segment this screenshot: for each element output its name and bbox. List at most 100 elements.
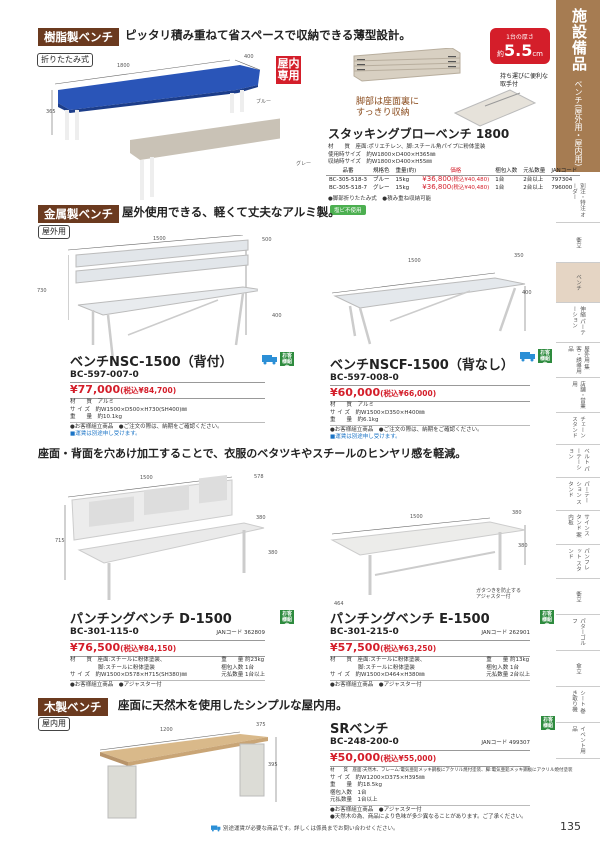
sidebar-item-store-goods[interactable]: 店舗・営業用 bbox=[556, 378, 600, 413]
spec-value: 約W1500×D500×H730(SH400)㎜ bbox=[95, 406, 187, 413]
jan-code: JANコード 262901 bbox=[481, 630, 530, 636]
sidebar-item-partition[interactable]: 衝立 bbox=[556, 223, 600, 263]
use-tag-folding: 折りたたみ式 bbox=[37, 53, 93, 67]
product-note: ●お客様組立商品 ●アジャスター付 bbox=[330, 804, 530, 815]
dim-width-d1500: 1500 bbox=[140, 475, 153, 481]
spec-label: 梱包入数 bbox=[330, 789, 353, 796]
assembly-badge: お客様組立 bbox=[540, 610, 554, 629]
assembly-badge: お客様組立 bbox=[280, 610, 294, 629]
cell-jan: 796000 bbox=[551, 184, 573, 191]
product-nsc: ベンチNSC-1500（背付） BC-597-007-0 ¥77,000(税込¥… bbox=[70, 355, 265, 438]
spec-value: 約W1500×D578×H715(SH380)㎜ bbox=[95, 672, 187, 678]
dim-height-nsc: 730 bbox=[37, 288, 47, 294]
table-header-row: 品番 規格色 重量(約) 価格 梱包入数 元払数量 JANコード bbox=[326, 168, 581, 176]
spec-value: 1台 bbox=[357, 789, 367, 796]
dim-width-e1500: 1500 bbox=[410, 514, 423, 520]
spec-value: 2台以上 bbox=[510, 672, 530, 678]
thickness-callout-label: 1台の厚さ bbox=[506, 34, 534, 41]
dim-height-resin: 365 bbox=[46, 109, 56, 115]
col-header: 重量(約) bbox=[392, 168, 420, 176]
sidebar-item-sign-stand[interactable]: サインスタンド 案内板 bbox=[556, 511, 600, 545]
price: ¥76,500 bbox=[70, 641, 121, 654]
use-tag-outdoor: 屋外用 bbox=[38, 225, 70, 239]
thickness-prefix: 約 bbox=[496, 50, 504, 58]
thickness-unit: cm bbox=[532, 50, 543, 58]
sidebar-item-bench[interactable]: ベンチ bbox=[556, 263, 600, 303]
sidebar-item-telescopic-partition[interactable]: 伸縮 パーテーション bbox=[556, 303, 600, 343]
dim-depth-sr: 375 bbox=[256, 722, 266, 728]
notes-stacking: ●脚部折りたたみ式 ●積み重ね収納可能 bbox=[328, 196, 432, 202]
spec-label: 使用時サイズ bbox=[328, 151, 361, 158]
sidebar-item-umbrella-stand[interactable]: 傘立 bbox=[556, 651, 600, 687]
sidebar-item-partition-stand[interactable]: パーテーション スタンド bbox=[556, 478, 600, 511]
cell-price: ¥36,800 bbox=[422, 183, 452, 191]
sidebar-item-sheet-winder[interactable]: シート 巻き取り機 bbox=[556, 687, 600, 723]
spec-value: 約W1800×D400×H365㎜ bbox=[366, 151, 436, 158]
product-note: ●お客様組立商品 ●ご注文の際は、納期をご確認ください。 bbox=[330, 424, 530, 435]
spec-label: 重 量 bbox=[70, 414, 93, 420]
product-code: BC-597-008-0 bbox=[330, 373, 530, 386]
headline-metal: 屋外使用できる、軽くて丈夫なアルミ製。 bbox=[122, 205, 340, 219]
spec-label: 材 質 bbox=[330, 402, 353, 408]
product-name: パンチングベンチ E-1500 bbox=[330, 612, 490, 627]
cell-min: 2台以上 bbox=[523, 184, 544, 191]
spec-value: 約W1500×D350×H400㎜ bbox=[355, 409, 425, 416]
dim-seat-height-nsc: 400 bbox=[272, 313, 282, 319]
spec-value: 1台以上 bbox=[357, 797, 378, 803]
spec-value: 約6.1kg bbox=[357, 417, 379, 423]
spec-value: 約10.1kg bbox=[97, 414, 122, 420]
sidebar-item-outdoor-goods[interactable]: 屋外用 集客・誘導用品 bbox=[556, 343, 600, 378]
cell-code: BC-305-518-7 bbox=[329, 184, 367, 191]
spec-label: 梱包入数 bbox=[221, 664, 244, 671]
category-tag-resin: 樹脂製ベンチ bbox=[38, 28, 119, 46]
cell-price: ¥36,800 bbox=[422, 175, 452, 183]
category-tag-wood: 木製ベンチ bbox=[38, 698, 108, 716]
sidebar-item-putter-golf[interactable]: パターゴルフ bbox=[556, 615, 600, 651]
price-table-stacking: 品番 規格色 重量(約) 価格 梱包入数 元払数量 JANコード BC-305-… bbox=[326, 168, 581, 192]
jan-code: JANコード 362809 bbox=[216, 630, 265, 636]
sidebar-item-event-goods[interactable]: イベント用品 bbox=[556, 723, 600, 759]
spec-value: 約W1500×D464×H380㎜ bbox=[355, 672, 425, 678]
spec-value: 1台以上 bbox=[245, 672, 265, 678]
dim-seat-height-d1500: 380 bbox=[268, 550, 278, 556]
cell-price-tax: (税込¥40,480) bbox=[451, 177, 490, 183]
sidebar-item-belt-partition[interactable]: ベルト パーテーション bbox=[556, 445, 600, 478]
cell-color: ブルー bbox=[372, 176, 390, 183]
spec-value: 約23kg bbox=[245, 657, 265, 663]
truck-icon bbox=[262, 355, 277, 365]
adjuster-note: ガタつきを防止するアジャスター付 bbox=[476, 588, 522, 600]
sidebar-item-chain-stand[interactable]: チェーン スタンド bbox=[556, 413, 600, 445]
sidebar-item-pamphlet-stand[interactable]: パンフレット スタンド bbox=[556, 545, 600, 579]
sidebar-category-block: 施設備品 ベンチ(屋外用・屋内用) bbox=[556, 0, 600, 172]
spec-value: 座面:スチールに粉体塗装、 bbox=[97, 657, 166, 663]
spec-value: 約18.5kg bbox=[357, 782, 382, 788]
headline-resin: ピッタリ積み重ねて省スペースで収納できる薄型設計。 bbox=[125, 28, 411, 42]
product-code: BC-301-115-0 bbox=[70, 627, 139, 637]
spec-label: 材 質 bbox=[330, 657, 353, 663]
sidebar-item-custom-order[interactable]: 別注・特注 オーダー bbox=[556, 180, 600, 223]
bench-nsc-image bbox=[68, 235, 258, 360]
thickness-value: 5.5 bbox=[503, 41, 533, 60]
product-name: SRベンチ bbox=[330, 722, 389, 737]
spec-label: 収納時サイズ bbox=[328, 159, 361, 165]
thickness-callout: 1台の厚さ 約5.5cm bbox=[490, 28, 550, 64]
storage-note: 脚部は座面裏にすっきり収納 bbox=[356, 97, 420, 118]
sidebar-item-screen[interactable]: 衝立 bbox=[556, 579, 600, 615]
sidebar-nav: 別注・特注 オーダー 衝立 ベンチ 伸縮 パーテーション 屋外用 集客・誘導用品… bbox=[556, 180, 600, 759]
cell-jan: 797304 bbox=[551, 176, 573, 183]
dim-width-nscf: 1500 bbox=[408, 258, 421, 264]
product-name: パンチングベンチ D-1500 bbox=[70, 612, 232, 627]
spec-label: 材 質 bbox=[328, 144, 351, 150]
cell-code: BC-305-518-3 bbox=[329, 176, 367, 183]
resin-bench-image bbox=[51, 59, 280, 200]
col-header: 価格 bbox=[419, 168, 493, 176]
shipping-note: ■運賃は別途申し受けます。 bbox=[330, 434, 401, 440]
spec-label: サ イ ズ bbox=[330, 409, 350, 416]
footer-shipping-note: 別途運賃が必要な商品です。詳しくは係員までお問い合わせください。 bbox=[223, 826, 399, 832]
spec-label: 材 質 bbox=[70, 399, 93, 405]
product-nscf: ベンチNSCF-1500（背なし） BC-597-008-0 ¥60,000(税… bbox=[330, 358, 530, 441]
product-note: ●お客様組立商品 ●ご注文の際は、納期をご確認ください。 bbox=[70, 421, 265, 432]
dim-height-d1500: 715 bbox=[55, 538, 65, 544]
price: ¥50,000 bbox=[330, 751, 381, 764]
bench-e1500-image bbox=[330, 517, 526, 595]
